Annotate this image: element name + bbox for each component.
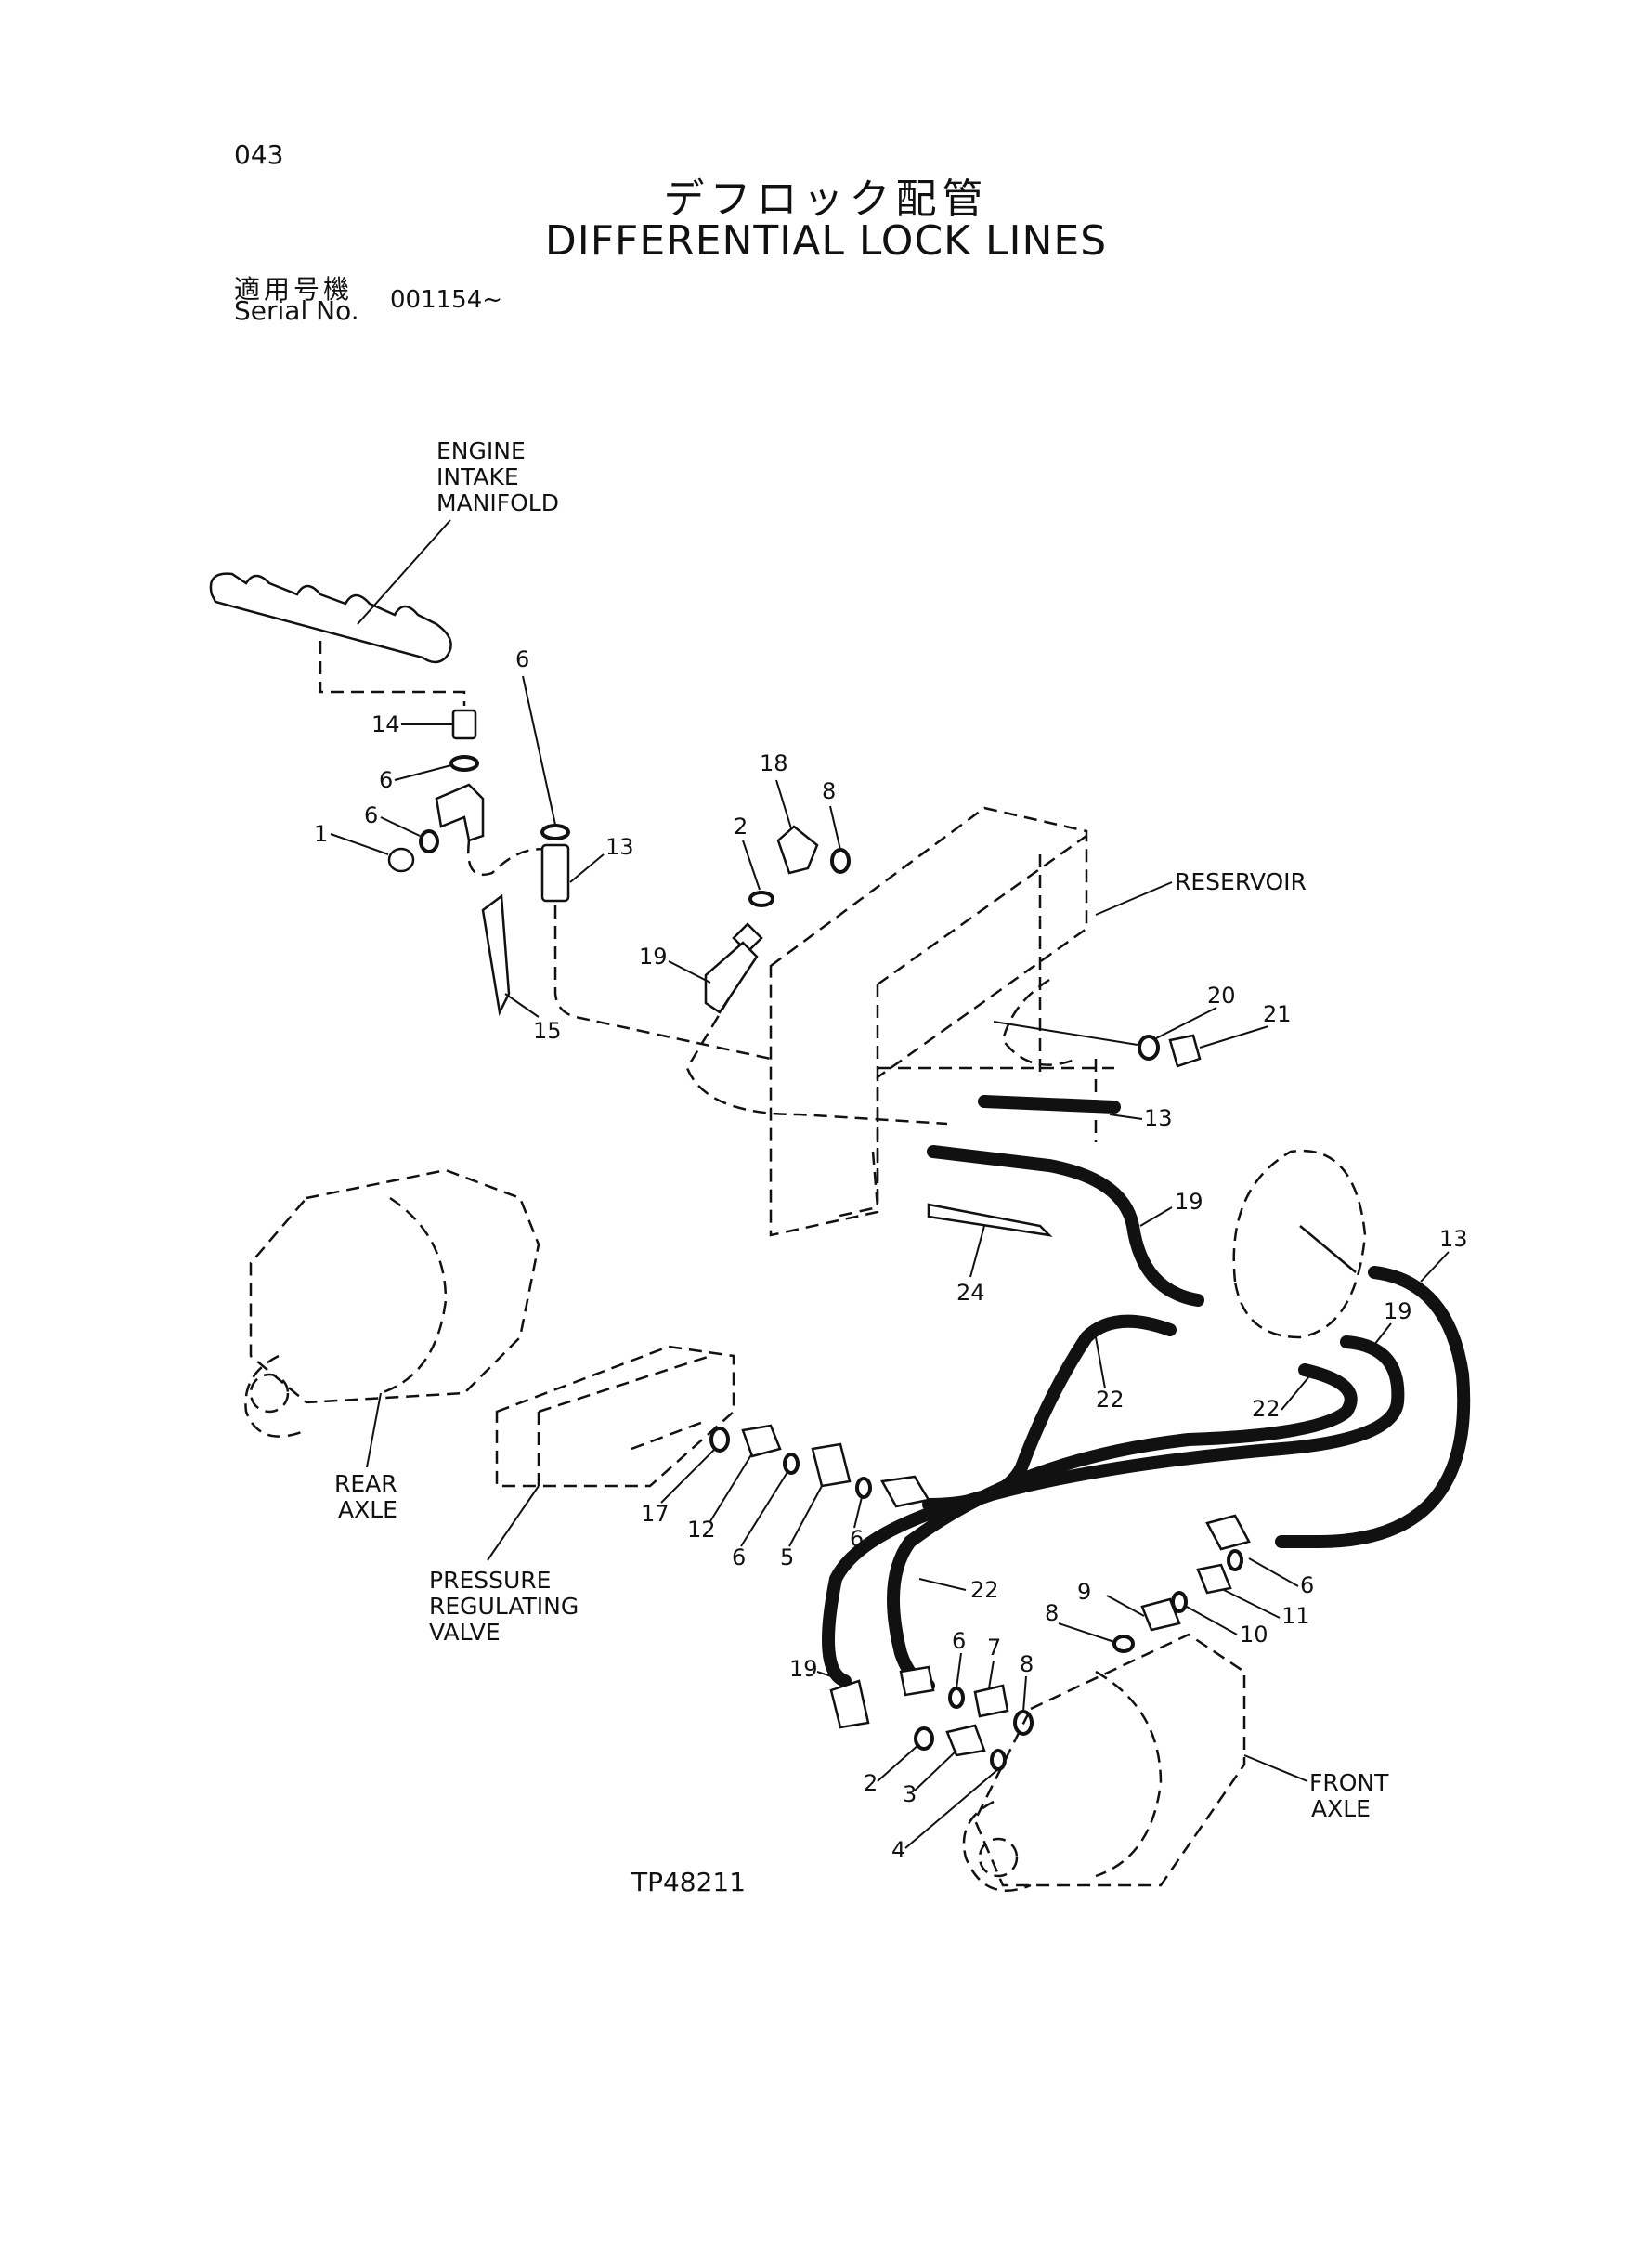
callout-19: 18 [760,750,788,776]
valve-label-line-2: REGULATING [429,1593,579,1620]
callout-14b: 13 [1144,1105,1173,1131]
callout-22: 21 [1263,1001,1292,1027]
callout-24: 24 [956,1280,985,1306]
callout-6a: 6 [379,767,393,793]
drawing-code: TP48211 [631,1867,746,1897]
valve-fitting-chain [709,1424,930,1508]
callout-6e: 6 [850,1526,864,1552]
pressure-regulating-valve [495,1345,735,1488]
rear-axle-label-line-2: AXLE [338,1496,397,1523]
hose-23-mid [922,1314,1177,1511]
callout-12: 11 [1281,1603,1310,1629]
callout-17: 14 [371,711,400,737]
valve-label-line-3: VALVE [429,1619,501,1646]
hose-20-right [822,1335,1405,1687]
serial-label-japanese: 適用号機 [234,274,354,305]
callout-20b: 19 [1175,1189,1203,1215]
callout-6b: 6 [364,802,378,828]
callout-21: 20 [1207,983,1236,1009]
tee-fitting-group [387,709,772,1061]
axle-flange [1232,1149,1367,1339]
callout-20a: 19 [639,944,668,970]
callout-1: 1 [314,821,328,847]
callout-6c: 6 [515,646,529,672]
page-number: 043 [234,139,284,170]
engine-label-line-3: MANIFOLD [436,489,559,516]
callout-20d: 19 [789,1656,818,1682]
callout-20c: 19 [1384,1298,1412,1324]
callout-2b: 2 [864,1770,878,1796]
callout-23c: 22 [970,1577,999,1603]
callout-23a: 22 [1252,1396,1281,1422]
callout-5: 5 [780,1544,794,1570]
callout-9: 8 [1045,1600,1059,1626]
engine-label-line-1: ENGINE [436,437,526,464]
lower-fittings [829,1514,1251,1771]
callout-11: 10 [1240,1622,1268,1648]
callout-10: 9 [1077,1579,1091,1605]
engine-label-line-2: INTAKE [436,463,519,490]
hose-14-upper [978,1095,1121,1114]
hose-14-right [1275,1266,1471,1548]
reservoir-label: RESERVOIR [1175,868,1307,895]
callout-8a: 8 [822,778,836,804]
reservoir [769,806,1114,1237]
callout-8b: 8 [1020,1651,1034,1677]
callout-3: 3 [903,1781,917,1807]
callout-23b: 22 [1096,1387,1125,1413]
callout-15: 15 [533,1018,562,1044]
callout-18: 17 [641,1501,670,1527]
front-axle [962,1633,1246,1892]
rear-axle [244,1168,540,1438]
clamp-24 [927,1203,1053,1237]
callout-6d: 6 [732,1544,746,1570]
valve-label-line-1: PRESSURE [429,1567,551,1594]
callout-14a: 13 [605,834,634,860]
callout-2a: 2 [734,814,748,840]
callout-7: 7 [987,1635,1001,1661]
serial-number: 001154~ [390,286,503,314]
hose-23-right [887,1363,1358,1692]
callout-6f: 6 [1300,1572,1314,1598]
rear-axle-label-line-1: REAR [334,1470,397,1497]
front-axle-label-line-2: AXLE [1311,1795,1371,1822]
callout-4: 4 [891,1837,905,1863]
elbow-fitting-19 [685,825,948,1126]
hose-20-upper [927,1145,1204,1307]
callout-14c: 13 [1439,1226,1468,1252]
engine-intake-manifold [209,572,466,706]
page-title: DIFFERENTIAL LOCK LINES [544,217,1108,265]
serial-label: Serial No. [234,295,359,326]
callout-6g: 6 [952,1628,966,1654]
page-title-japanese: デフロック配管 [663,176,989,223]
front-axle-label-line-1: FRONT [1309,1769,1389,1796]
